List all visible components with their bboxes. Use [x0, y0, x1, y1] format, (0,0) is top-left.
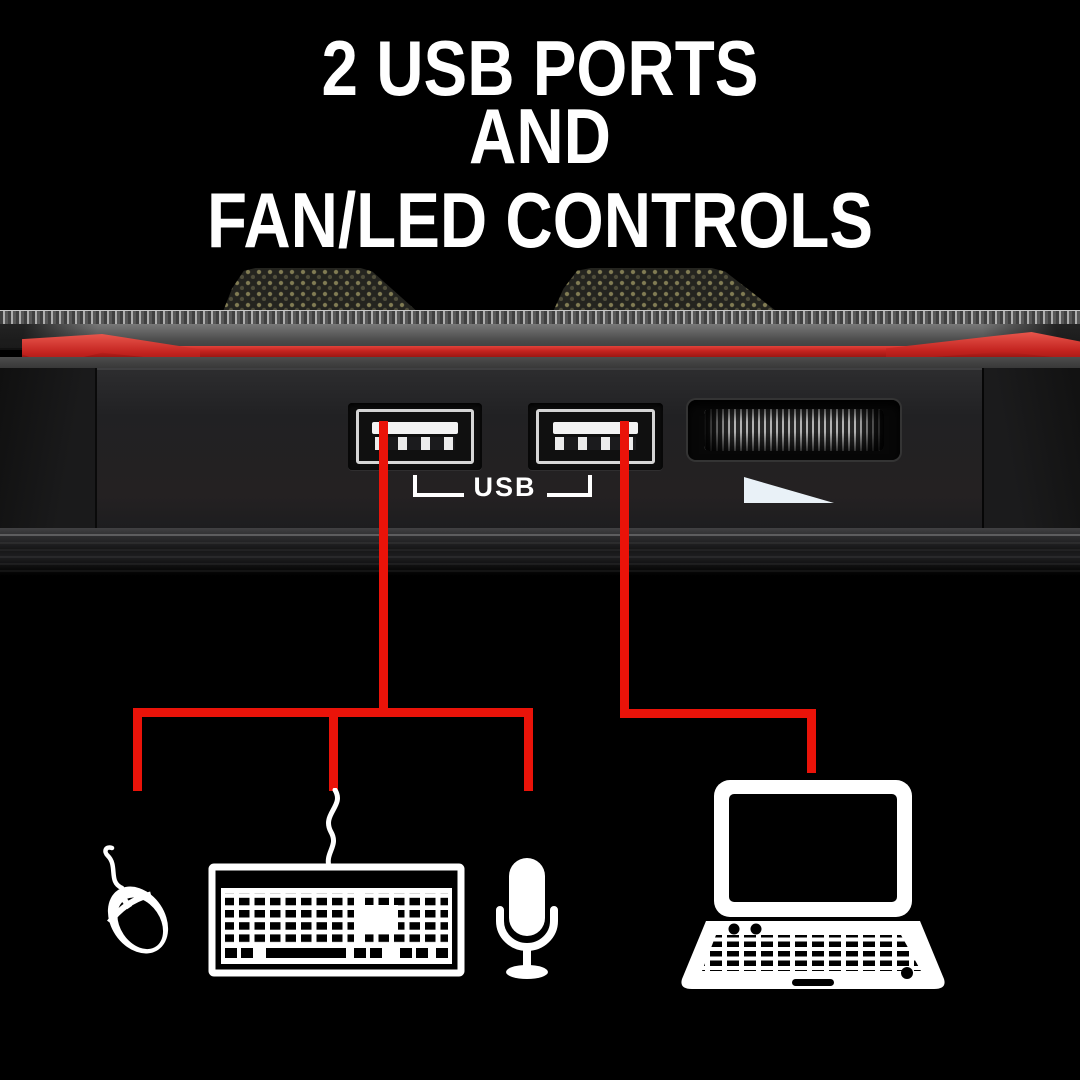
usb-port-2-pins — [554, 437, 637, 451]
annotation-line-to-laptop — [807, 709, 816, 773]
mouse-cable — [103, 845, 125, 891]
annotation-line-port1-stem — [379, 421, 388, 713]
usb-port-2 — [528, 403, 663, 470]
keyboard-icon — [208, 788, 465, 977]
mic-base — [506, 965, 548, 979]
laptop-keyboard — [702, 935, 921, 971]
mic-stem — [523, 949, 531, 967]
usb-label-bracket-left — [413, 475, 464, 497]
usb-port-1-tongue — [372, 421, 458, 435]
usb-label-bracket-right — [547, 475, 592, 497]
mic-holder — [496, 906, 558, 951]
chassis-front-face — [0, 368, 1080, 528]
keyboard-keys — [225, 893, 448, 943]
title-line-2: AND — [469, 92, 611, 180]
laptop-trackpad — [792, 979, 834, 986]
mesh-foot-tab-left — [222, 268, 420, 314]
page-title: 2 USB PORTS AND FAN/LED CONTROLS — [0, 24, 1080, 264]
mesh-foot-tab-right — [552, 268, 780, 314]
usb-label: USB — [473, 472, 537, 502]
front-face-right-panel — [982, 368, 1080, 528]
mic-capsule — [509, 858, 545, 936]
control-wheel-ribbed-surface — [704, 409, 884, 451]
red-accent-stripe — [22, 346, 1080, 357]
laptop-screen — [729, 794, 897, 902]
annotation-line-to-microphone — [524, 708, 533, 791]
chassis-top-surface — [0, 324, 1080, 348]
mouse-icon — [103, 845, 169, 954]
usb-port-2-tongue — [552, 421, 639, 435]
usb-port-2-shell — [536, 409, 655, 464]
mouse-body — [107, 886, 169, 954]
chassis-bottom-edge — [0, 528, 1080, 576]
title-line-1: 2 USB PORTS — [321, 24, 759, 112]
keyboard-cable — [325, 788, 340, 870]
annotation-line-port2-stem — [620, 421, 629, 717]
annotation-line-to-mouse — [133, 708, 142, 791]
chassis-lip — [0, 357, 1080, 368]
keyboard-spacebar — [266, 948, 346, 958]
front-face-left-panel — [0, 368, 97, 528]
microphone-icon — [496, 858, 558, 979]
usb-port-1-pins — [374, 437, 456, 451]
usb-port-1 — [348, 403, 482, 470]
laptop-icon — [681, 780, 945, 989]
chassis-top-edge — [0, 310, 1080, 325]
annotation-line-to-keyboard — [329, 708, 338, 791]
cooling-pad-edge-photo: USB — [0, 266, 1080, 576]
title-line-3: FAN/LED CONTROLS — [206, 176, 874, 264]
fan-led-control-wheel — [688, 400, 900, 460]
usb-port-1-shell — [356, 409, 474, 464]
annotation-line-port2-elbow — [620, 709, 816, 718]
